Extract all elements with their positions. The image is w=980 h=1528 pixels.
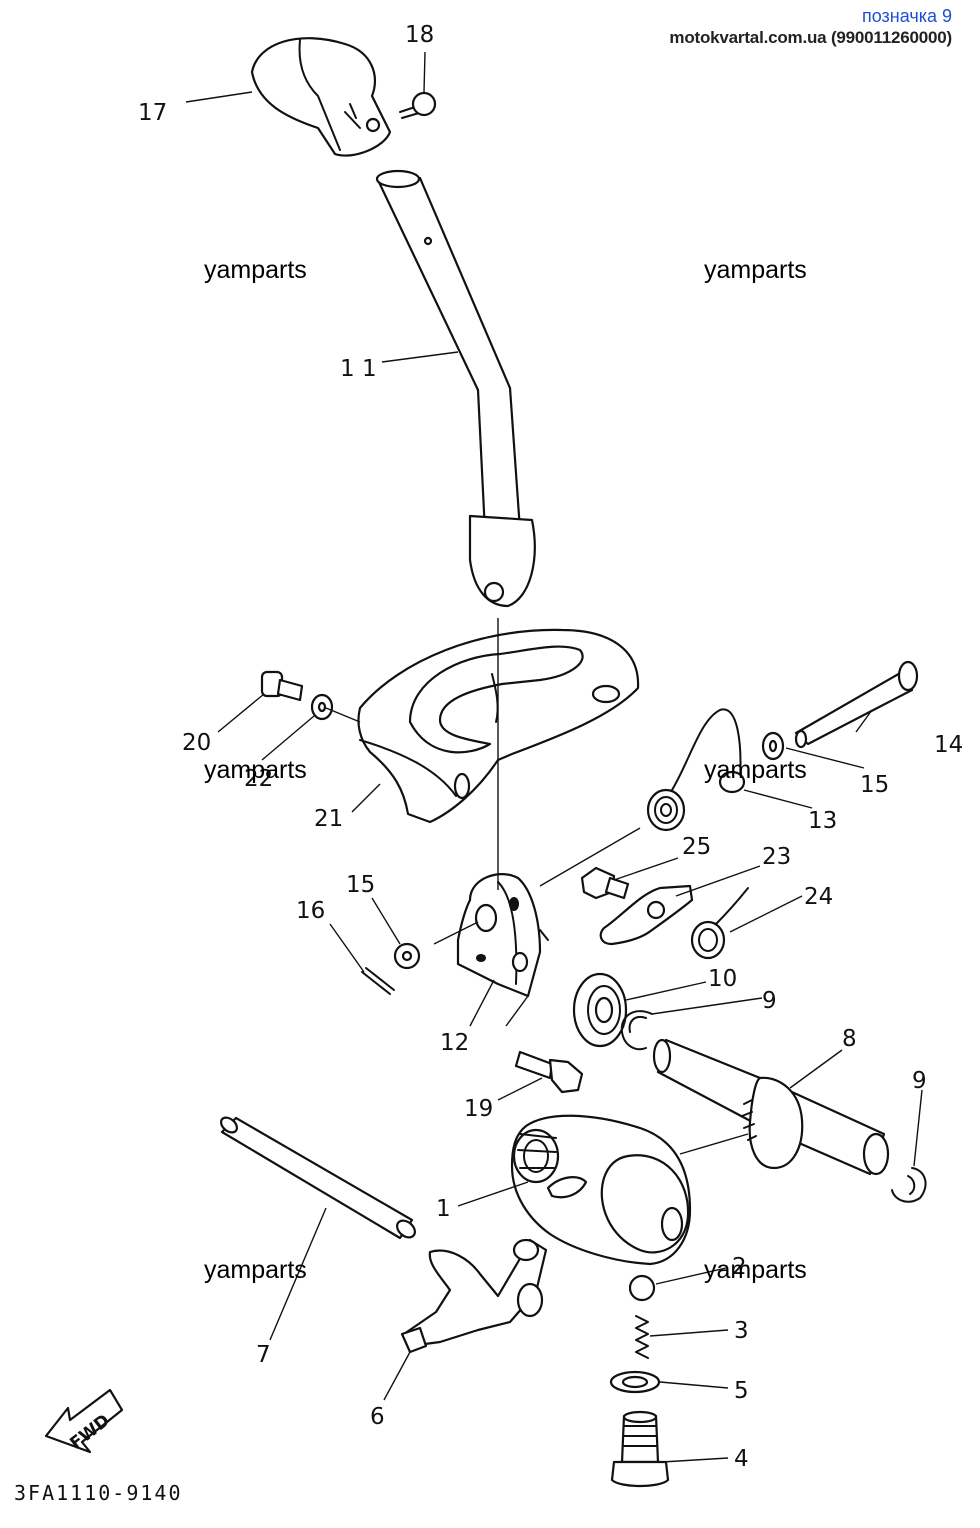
callout-9-left: 9 [762,988,777,1014]
watermarks: yamparts yamparts yamparts yamparts yamp… [204,256,807,1284]
callout-10: 10 [708,966,737,992]
part-5-gasket [609,1370,661,1394]
part-3-spring [635,1315,649,1359]
watermark-text: yamparts [704,756,807,784]
callout-14: 14 [934,732,963,758]
part-13-torsion-spring [646,708,746,832]
watermark-text: yamparts [704,1256,807,1284]
part-10-bearing [572,972,628,1048]
callout-8: 8 [842,1026,857,1052]
callout-18: 18 [405,22,434,48]
callout-6: 6 [370,1404,385,1430]
fwd-arrow-icon: FWD [44,1388,124,1454]
callout-21: 21 [314,806,343,832]
part-17-shift-knob [250,37,392,157]
part-15-washer-upper [761,731,785,761]
part-7-guide-bar [220,1116,416,1240]
callout-13: 13 [808,808,837,834]
part-22-washer [310,693,334,721]
callout-15-upper: 15 [860,772,889,798]
callout-3: 3 [734,1318,749,1344]
part-9-circlip-left [620,1010,653,1051]
part-19-bolt [514,1050,584,1094]
part-15-washer-lower [393,942,421,970]
callout-25: 25 [682,834,711,860]
callout-12: 12 [440,1030,469,1056]
diagram-code: 3FA1110-9140 [14,1481,183,1505]
part-18-pin [399,91,437,119]
part-6-shift-fork [400,1238,548,1354]
part-23-stopper-lever [599,884,694,946]
watermark-text: yamparts [704,256,807,284]
header-site[interactable]: motokvartal.com.ua (990011260000) [669,28,952,47]
part-9-circlip-right [891,1167,927,1203]
watermark-text: yamparts [204,256,307,284]
callout-11: 1 1 [340,356,377,382]
callout-24: 24 [804,884,833,910]
callout-1: 1 [436,1196,451,1222]
callout-4: 4 [734,1446,749,1472]
callout-19: 19 [464,1096,493,1122]
part-20-bolt [260,670,304,702]
callout-20: 20 [182,730,211,756]
part-12-lever-bracket [456,873,549,998]
part-11-shift-lever [375,169,536,608]
callout-22: 22 [244,766,273,792]
part-25-bolt [580,866,630,900]
header-title[interactable]: позначка 9 [861,6,952,26]
callout-15-lower: 15 [346,872,375,898]
callout-2: 2 [732,1254,747,1280]
callout-17: 17 [138,100,167,126]
part-4-plug [610,1410,670,1488]
callout-16: 16 [296,898,325,924]
part-1-shift-cam [510,1114,692,1266]
part-8-shift-shaft [652,1038,890,1176]
part-14-pivot-pin [794,660,919,749]
callout-9-right: 9 [912,1068,927,1094]
watermark-text: yamparts [204,756,307,784]
callout-labels: 17 18 1 1 20 22 21 14 15 13 25 23 24 15 … [138,22,963,1472]
callout-23: 23 [762,844,791,870]
watermark-text: yamparts [204,1256,307,1284]
part-24-spring [690,887,749,960]
leader-lines [185,51,923,1463]
callout-5: 5 [734,1378,749,1404]
part-16-cotter-pin [361,967,395,995]
callout-7: 7 [256,1342,271,1368]
part-2-ball [628,1274,656,1302]
